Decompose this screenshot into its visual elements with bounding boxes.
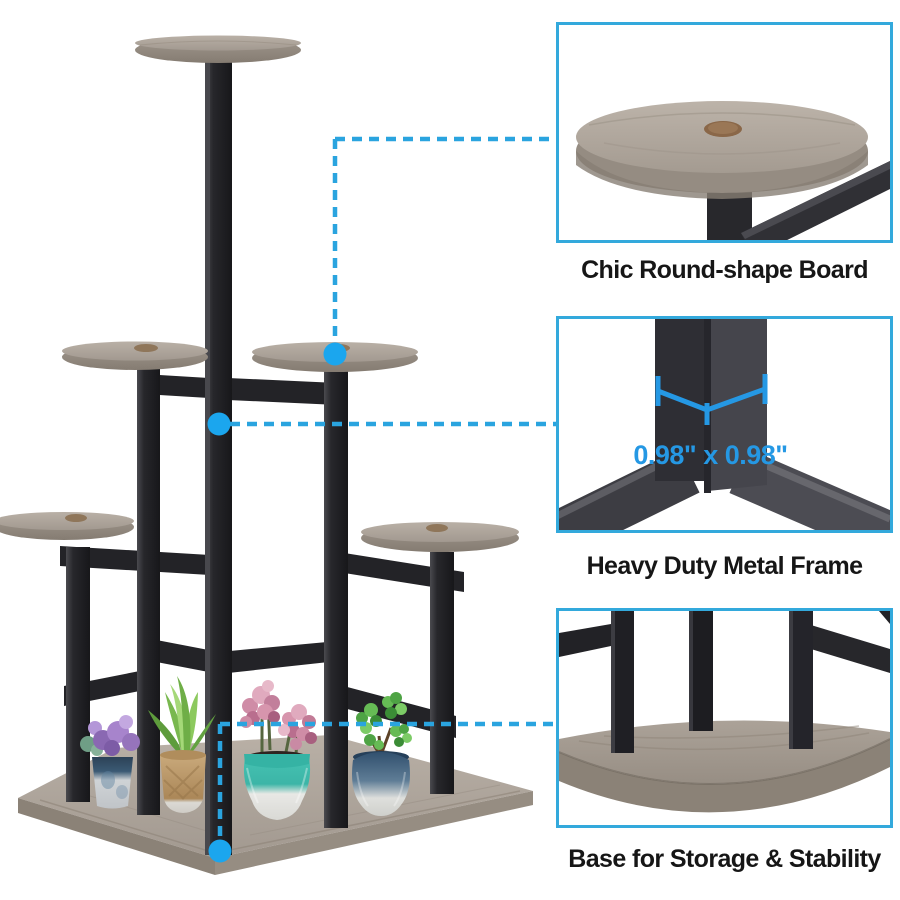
callout-card-base <box>556 608 893 828</box>
plant-stand-illustration <box>0 35 560 875</box>
round-board-closeup-icon <box>576 101 890 240</box>
connector-dot-board <box>323 342 347 366</box>
callout-label-round-board: Chic Round-shape Board <box>581 256 868 284</box>
center-post <box>205 56 232 855</box>
top-board <box>135 35 301 63</box>
tier2-left-board <box>62 341 208 370</box>
plant-pot-4 <box>352 692 412 816</box>
callout-card-metal-frame: 0.98" x 0.98" <box>556 316 893 533</box>
callout-connectors <box>217 136 560 842</box>
callout-connector-dots <box>207 342 347 863</box>
metal-post-closeup-icon <box>559 319 890 530</box>
plant-pot-2 <box>148 676 216 813</box>
base-corner-closeup-icon <box>559 611 890 813</box>
plant-pot-1 <box>80 715 140 809</box>
tier3-right-board <box>361 522 519 552</box>
metal-frame-posts <box>66 367 454 828</box>
connector-dot-base <box>208 839 232 863</box>
tier3-left-board <box>0 512 134 540</box>
callout-label-metal-frame: Heavy Duty Metal Frame <box>586 552 863 580</box>
callout-card-round-board <box>556 22 893 243</box>
connector-dot-frame <box>207 412 231 436</box>
frame-measurement: 0.98" x 0.98" <box>633 440 788 470</box>
plant-pot-3 <box>240 680 317 820</box>
callout-label-base: Base for Storage & Stability <box>568 845 881 873</box>
metal-frame-rails <box>60 374 464 738</box>
